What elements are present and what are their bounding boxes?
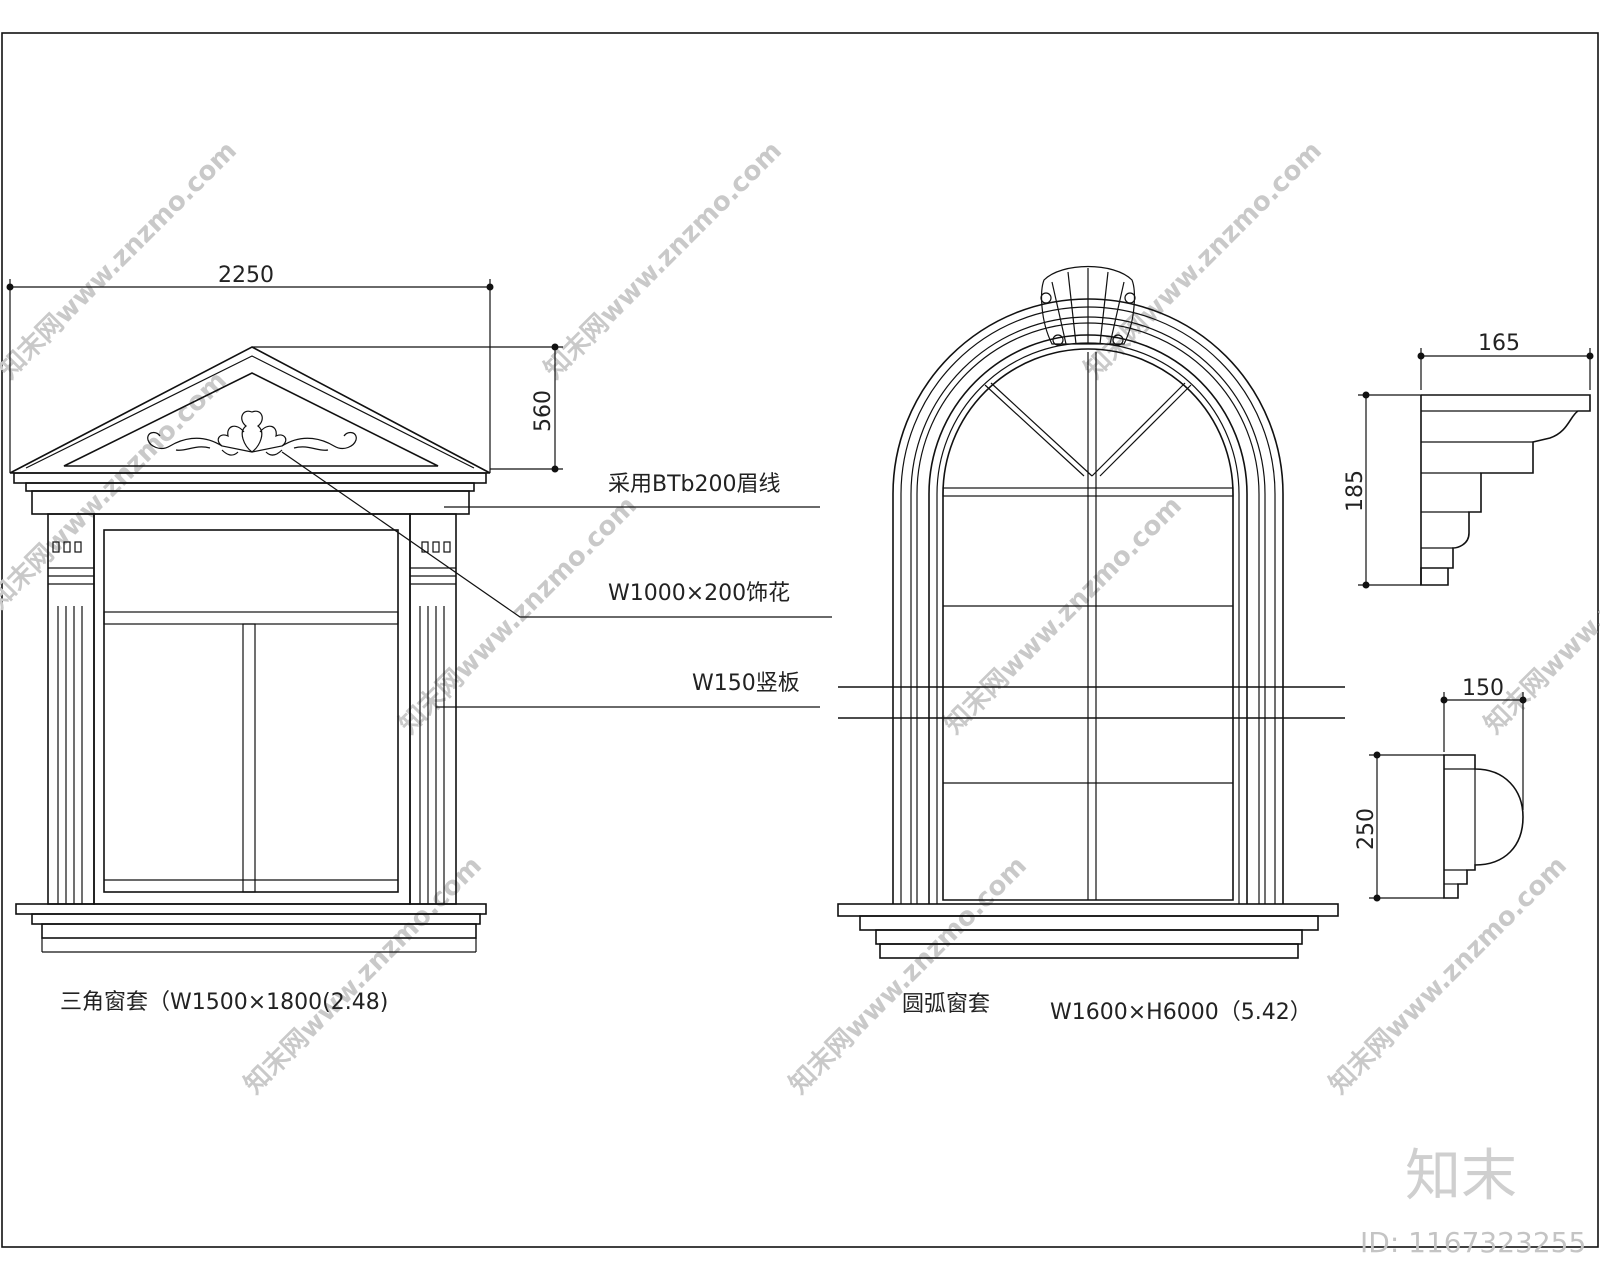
profile-dimension: 250: [1354, 808, 1379, 850]
left-caption: 三角窗套（W1500×1800(2.48): [60, 990, 388, 1015]
cornice-profile: 165 185: [1343, 331, 1594, 589]
watermark-text: 知末网www.znzmo.com: [939, 491, 1188, 740]
keystone-shell: [1040, 266, 1136, 346]
arch-sill-top: [837, 903, 1339, 917]
sill-bottom: [41, 923, 477, 939]
arched-window: 圆弧窗套 W1600×H6000（5.42）: [837, 266, 1345, 1025]
right-pilaster-dentils: [410, 541, 456, 585]
transom-bar: [103, 611, 399, 625]
glazing-arch: [942, 348, 1234, 901]
right-caption-name: 圆弧窗套: [902, 992, 990, 1017]
dimension-height-560: 560: [252, 343, 563, 473]
left-pilaster: [47, 513, 95, 905]
id-watermark: ID: 1167323255: [1360, 1226, 1586, 1259]
pediment-inner-line: [25, 355, 475, 469]
fanlight-bars: [984, 352, 1192, 900]
dimension-label: 560: [531, 390, 556, 432]
sill-profile: 150 250: [1354, 676, 1527, 902]
triangular-window: 2250 560 三角窗套（W1500×1800(2.48): [6, 263, 563, 1015]
watermark-text: 知末网www.znzmo.com: [0, 136, 243, 385]
cornice-band: [13, 472, 487, 484]
callout-cornice: 采用BTb200眉线: [608, 472, 781, 497]
right-caption-size: W1600×H6000（5.42）: [1050, 1000, 1312, 1025]
pediment-ornament: [147, 410, 357, 456]
pediment-tympanum: [63, 372, 439, 467]
watermark-text: 知末网www.znzmo.com: [539, 136, 788, 385]
profile-dimension: 185: [1343, 470, 1368, 512]
watermark-text: 知末网www.znzmo.com: [1079, 136, 1328, 385]
left-pilaster-flutes: [57, 606, 83, 904]
watermark-text: 知末网www.znzmo.com: [784, 851, 1033, 1100]
callouts: 采用BTb200眉线 W1000×200饰花 W150竖板: [281, 451, 832, 708]
right-pilaster-flutes: [419, 606, 445, 904]
left-pilaster-dentils: [48, 541, 94, 585]
watermark-text: 知末网www.znzmo.com: [1479, 491, 1600, 740]
profile-dimension: 150: [1462, 676, 1504, 701]
sheet-border: [1, 32, 1599, 1248]
center-mullion: [242, 623, 256, 893]
callout-ornament: W1000×200饰花: [608, 581, 790, 606]
window-frame-outer: [93, 513, 411, 905]
brand-watermark: 知末: [1405, 1144, 1517, 1209]
dimension-label: 2250: [218, 263, 274, 288]
pediment-outer: [9, 346, 491, 474]
arch-sill-mid: [859, 915, 1319, 931]
watermark-text: 知末网www.znzmo.com: [1324, 851, 1573, 1100]
arch-sill-bottom: [879, 943, 1299, 959]
window-frame-inner: [103, 529, 399, 893]
profile-dimension: 165: [1478, 331, 1520, 356]
watermark-text: 知末网www.znzmo.com: [239, 851, 488, 1100]
watermark-layer: 知末网www.znzmo.com 知末网www.znzmo.com 知末网www…: [0, 136, 1600, 1259]
dimension-width-2250: 2250: [6, 263, 494, 473]
callout-pilaster: W150竖板: [692, 671, 800, 696]
arch-transom: [942, 487, 1234, 497]
